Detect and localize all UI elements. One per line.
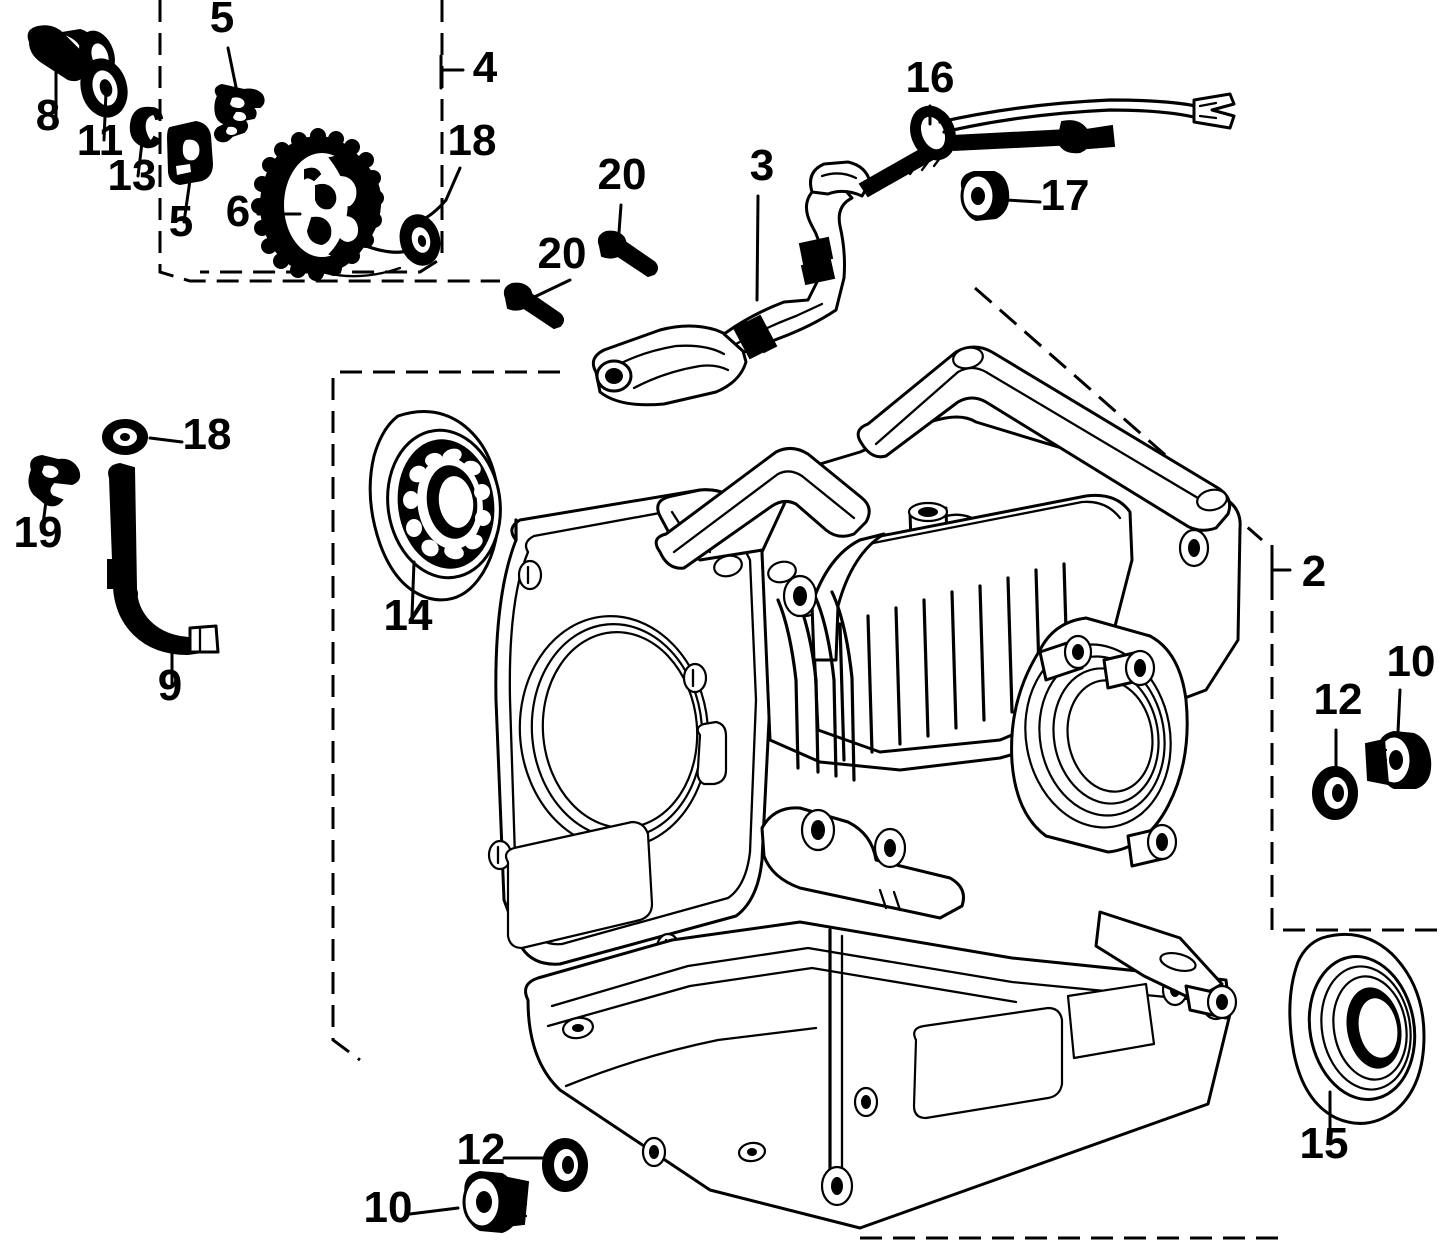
part-10-drain-plug-bottom xyxy=(462,1170,530,1234)
leader-3 xyxy=(755,194,760,302)
part-20-flange-bolt-a xyxy=(597,230,658,278)
callout-number-8: 8 xyxy=(36,91,60,140)
part-11-washer xyxy=(80,58,128,118)
part-17-governor-nut xyxy=(960,171,1010,222)
callout-number-3: 3 xyxy=(750,141,774,190)
leader-17 xyxy=(1004,198,1042,204)
part-12-sealing-washer-right xyxy=(1312,766,1358,820)
leader-13 xyxy=(136,124,146,178)
callout-number-2: 2 xyxy=(1302,547,1326,596)
callout-number-13: 13 xyxy=(108,151,157,200)
callout-number-17: 17 xyxy=(1041,171,1090,220)
callout-number-16: 16 xyxy=(906,53,955,102)
part-13-retaining-clip xyxy=(129,106,164,149)
leader-5a xyxy=(226,46,239,94)
part-12-sealing-washer-bottom xyxy=(542,1138,588,1192)
part-2-crankcase-body xyxy=(487,345,1242,1230)
leader-18b xyxy=(148,436,184,444)
part-18-dowel-washer-lower xyxy=(102,419,148,455)
part-3-breather-tube xyxy=(591,160,872,407)
callout-number-19: 19 xyxy=(14,508,63,557)
leader-18a xyxy=(420,166,462,222)
callout-number-5-lower: 5 xyxy=(169,197,193,246)
leader-2 xyxy=(1270,554,1292,588)
part-20-flange-bolt-b xyxy=(503,282,564,330)
part-15-oil-seal xyxy=(1288,932,1426,1125)
callout-number-15: 15 xyxy=(1300,1119,1349,1168)
part-16-governor-rod-spring xyxy=(858,92,1236,198)
part-10-drain-plug-right xyxy=(1364,730,1432,789)
leader-20a xyxy=(616,203,623,248)
part-9-oil-pipe xyxy=(107,462,220,656)
part-5-oil-pump-bracket-upper xyxy=(214,83,265,143)
callout-number-12-right: 12 xyxy=(1314,675,1363,724)
group-enclosure-4 xyxy=(158,0,500,283)
callout-number-12-bottom: 12 xyxy=(457,1125,506,1174)
part-19-oil-pipe-clip xyxy=(28,454,81,507)
callout-number-14: 14 xyxy=(384,591,433,640)
leader-lines xyxy=(40,46,1402,1216)
part-14-ball-bearing xyxy=(368,410,502,602)
leader-19 xyxy=(40,484,50,534)
leader-5b xyxy=(182,178,192,224)
callout-number-10-bottom: 10 xyxy=(364,1183,413,1232)
part-18-dowel-washer-upper xyxy=(399,214,441,266)
part-6-oil-pump-gear xyxy=(251,128,412,281)
callout-number-20-a: 20 xyxy=(598,150,647,199)
part-5-oil-pump-holder-lower xyxy=(166,120,214,186)
callout-number-9: 9 xyxy=(158,661,182,710)
leader-14 xyxy=(410,560,416,618)
callout-number-11: 11 xyxy=(77,116,124,165)
callout-number-10-right: 10 xyxy=(1387,637,1436,686)
callout-number-5-upper: 5 xyxy=(210,0,234,42)
callout-number-6: 6 xyxy=(226,187,250,236)
leader-4 xyxy=(439,54,465,90)
callout-number-18-lower: 18 xyxy=(183,410,232,459)
leader-11 xyxy=(102,90,108,142)
leader-10b xyxy=(408,1206,460,1216)
callout-number-20-b: 20 xyxy=(538,229,587,278)
leader-10a xyxy=(1396,688,1402,734)
callout-number-4: 4 xyxy=(473,43,498,92)
callout-number-18-upper: 18 xyxy=(448,116,497,165)
leader-20b xyxy=(526,278,572,302)
callout-numbers: 8 11 13 5 5 6 4 18 20 20 3 16 17 18 19 9… xyxy=(14,0,1436,1232)
